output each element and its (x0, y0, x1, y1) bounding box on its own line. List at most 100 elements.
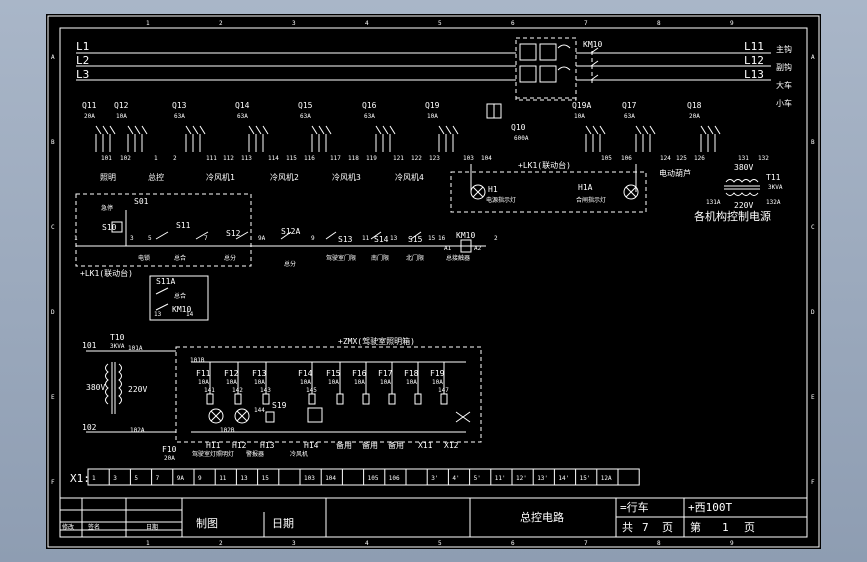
wire-number: 126 (694, 155, 705, 162)
group-label-fan1: 冷风机1 (206, 172, 235, 182)
load-label: X11 (418, 441, 433, 450)
grid-col-bottom-4: 4 (365, 540, 369, 547)
bus-label-l11: L11 (744, 40, 764, 53)
s13-desc: 驾驶室门限 (326, 254, 356, 262)
right-label-aux-hook: 副钩 (776, 62, 792, 72)
title-block-date: 日期 (272, 517, 294, 530)
terminal-cell: 13' (537, 475, 548, 482)
breaker-pole (445, 125, 452, 135)
lk1-control-label: +LK1(联动台) (80, 268, 133, 278)
group-label-fan2: 冷风机2 (270, 172, 299, 182)
s14-label: S14 (374, 235, 389, 244)
wire-number: 116 (304, 155, 315, 162)
breaker-pole (262, 125, 269, 135)
load-desc: 驾驶室灯照明灯 (192, 450, 234, 458)
km10-aux-label: KM10 (172, 305, 191, 314)
s15-label: S15 (408, 235, 423, 244)
wire-102b: 102B (220, 427, 235, 434)
lk1-box-title: +LK1(联动台) (518, 160, 571, 170)
grid-row-left-A: A (51, 54, 55, 61)
grid-col-bottom-7: 7 (584, 540, 588, 547)
grid-row-right-C: C (811, 224, 815, 231)
f10-label: F10 (162, 445, 177, 454)
wire-number: 105 (601, 155, 612, 162)
s19-label: S19 (272, 401, 287, 410)
km10-coil-desc: 总接触器 (446, 254, 470, 262)
load-label: 备用 (388, 440, 404, 450)
breaker-pole (185, 125, 192, 135)
s10-label: S10 (102, 223, 117, 232)
grid-col-top-5: 5 (438, 20, 442, 27)
wire-number: 131 (738, 155, 749, 162)
load-desc: 冷风机 (290, 450, 308, 458)
control-node: 3 (130, 235, 134, 242)
fuse-body (388, 393, 396, 405)
control-node: 16 (438, 235, 446, 242)
fuse-body (440, 393, 448, 405)
grid-col-bottom-9: 9 (730, 540, 734, 547)
breaker-pole (192, 125, 199, 135)
t10-secondary: 220V (128, 385, 147, 394)
s11a-label: S11A (156, 277, 175, 286)
group-label-master: 总控 (148, 172, 164, 182)
breaker-rating-q12: 10A (116, 113, 127, 120)
breaker-pole (95, 125, 102, 135)
load-label: H11 (206, 441, 221, 450)
fuse-body (206, 393, 214, 405)
bus-label-l3: L3 (76, 68, 89, 81)
breaker-rating-q15: 63A (300, 113, 311, 120)
wire-number: 118 (348, 155, 359, 162)
q10-label: Q10 (511, 123, 526, 132)
terminal-cell: 9A (177, 475, 185, 482)
terminal-cell: 7 (156, 475, 160, 482)
control-node: 9A (258, 235, 266, 242)
grid-row-left-B: B (51, 139, 55, 146)
terminal-cell: 5' (474, 475, 481, 482)
s14-desc: 南门限 (371, 254, 389, 262)
wire-number: 125 (676, 155, 687, 162)
breaker-row: Q1120AQ1210AQ1363AQ1463AQ1563AQ1663AQ191… (82, 101, 721, 152)
wire-number: 117 (330, 155, 341, 162)
terminal-cell: 104 (325, 475, 336, 482)
breaker-pole (199, 125, 206, 135)
control-node: 7 (204, 235, 208, 242)
q10-rating: 600A (514, 135, 529, 142)
grid-col-bottom-6: 6 (511, 540, 515, 547)
t10-in-102: 102 (82, 423, 97, 432)
s13-label: S13 (338, 235, 353, 244)
breaker-label-q16: Q16 (362, 101, 377, 110)
km10-main-contacts (590, 44, 599, 84)
t11-transformer-symbol (724, 179, 760, 196)
s12a-state: 总分 (284, 260, 296, 268)
wire-number: 132 (758, 155, 769, 162)
wire-number: 114 (268, 155, 279, 162)
grid-row-left-F: F (51, 479, 55, 486)
control-node: 2 (494, 235, 498, 242)
rev-col-mod: 修改 (62, 523, 74, 531)
control-node: 1 (74, 235, 78, 242)
terminal-cell: 13 (240, 475, 248, 482)
breaker-pole (707, 125, 714, 135)
breaker-rating-q17: 63A (624, 113, 635, 120)
load-label: H12 (232, 441, 247, 450)
fuse-rating-f15: 10A (328, 379, 339, 386)
breaker-label-q12: Q12 (114, 101, 129, 110)
grid-col-top-2: 2 (219, 20, 223, 27)
t10-label: T10 (110, 333, 125, 342)
t10-out-101a: 101A (128, 345, 143, 352)
breaker-pole (599, 125, 606, 135)
wire-number: 102 (120, 155, 131, 162)
terminal-cell: 106 (389, 475, 400, 482)
t11-label: T11 (766, 173, 781, 182)
lock-label: 电锁 (138, 254, 150, 262)
fuse-body (336, 393, 344, 405)
fuse-label-f12: F12 (224, 369, 239, 378)
terminal-cell: 3 (113, 475, 117, 482)
total-pages-prefix: 共 (622, 521, 633, 534)
breaker-pole (592, 125, 599, 135)
fuse-label-f14: F14 (298, 369, 313, 378)
grid-col-top-4: 4 (365, 20, 369, 27)
fuse-body (262, 393, 270, 405)
s11-label: S11 (176, 221, 191, 230)
km10-coil-label: KM10 (456, 231, 475, 240)
